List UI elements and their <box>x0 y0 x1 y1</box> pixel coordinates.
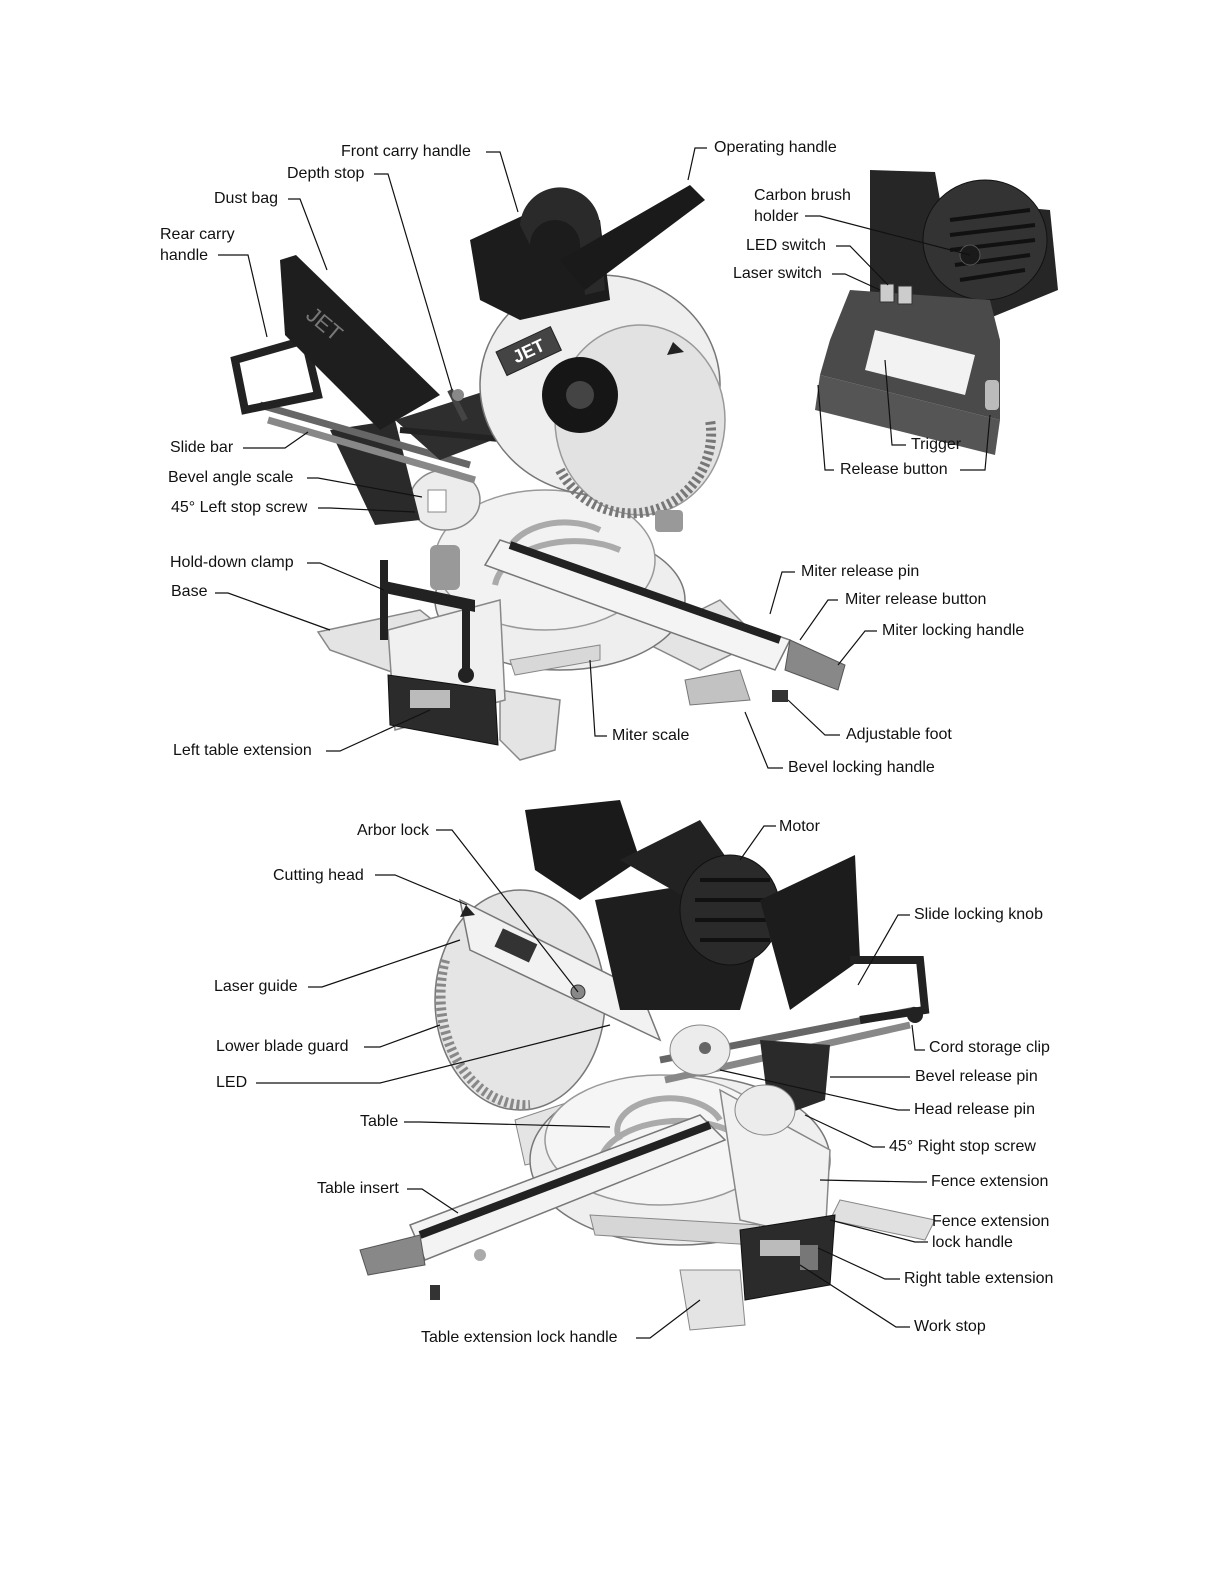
label-45-left-stop-screw: 45° Left stop screw <box>171 499 308 516</box>
label-led-switch: LED switch <box>746 237 827 254</box>
label-cord-storage-clip: Cord storage clip <box>929 1039 1050 1056</box>
leader-lines <box>215 147 991 1339</box>
label-miter-release-button: Miter release button <box>845 591 987 608</box>
label-miter-release-pin: Miter release pin <box>801 563 920 580</box>
label-slide-bar: Slide bar <box>170 439 234 456</box>
label-lower-blade-guard: Lower blade guard <box>216 1038 349 1055</box>
label-release-button: Release button <box>840 461 948 478</box>
top-saw-illustration: JET JET <box>230 185 846 761</box>
label-table: Table <box>360 1113 399 1130</box>
label-operating-handle: Operating handle <box>714 139 837 156</box>
label-bevel-release-pin: Bevel release pin <box>915 1068 1038 1085</box>
label-fence-extension-lock-handle: Fence extension lock handle <box>932 1213 1050 1251</box>
label-trigger: Trigger <box>911 436 962 453</box>
label-45-right-stop-screw: 45° Right stop screw <box>889 1138 1036 1155</box>
label-adjustable-foot: Adjustable foot <box>846 726 952 743</box>
handle-detail-illustration <box>815 170 1058 455</box>
label-carbon-brush-holder: Carbon brush holder <box>754 187 851 225</box>
label-rear-carry-handle: Rear carry handle <box>160 226 235 264</box>
bottom-saw-illustration <box>359 800 936 1331</box>
label-front-carry-handle: Front carry handle <box>341 143 471 160</box>
label-depth-stop: Depth stop <box>287 165 365 182</box>
label-table-extension-lock-handle: Table extension lock handle <box>421 1329 618 1346</box>
label-laser-switch: Laser switch <box>733 265 822 282</box>
label-laser-guide: Laser guide <box>214 978 298 995</box>
label-base: Base <box>171 583 208 600</box>
label-table-insert: Table insert <box>317 1180 399 1197</box>
label-bevel-locking-handle: Bevel locking handle <box>788 759 935 776</box>
label-fence-extension: Fence extension <box>931 1173 1049 1190</box>
label-motor: Motor <box>779 818 820 835</box>
label-bevel-angle-scale: Bevel angle scale <box>168 469 294 486</box>
label-cutting-head: Cutting head <box>273 867 364 884</box>
label-miter-locking-handle: Miter locking handle <box>882 622 1025 639</box>
label-slide-locking-knob: Slide locking knob <box>914 906 1043 923</box>
label-left-table-extension: Left table extension <box>173 742 312 759</box>
label-dust-bag: Dust bag <box>214 190 279 207</box>
label-head-release-pin: Head release pin <box>914 1101 1035 1118</box>
label-work-stop: Work stop <box>914 1318 986 1335</box>
label-right-table-extension: Right table extension <box>904 1270 1054 1287</box>
label-hold-down-clamp: Hold-down clamp <box>170 554 294 571</box>
label-miter-scale: Miter scale <box>612 727 690 744</box>
label-arbor-lock: Arbor lock <box>357 822 430 839</box>
label-led: LED <box>216 1074 248 1091</box>
